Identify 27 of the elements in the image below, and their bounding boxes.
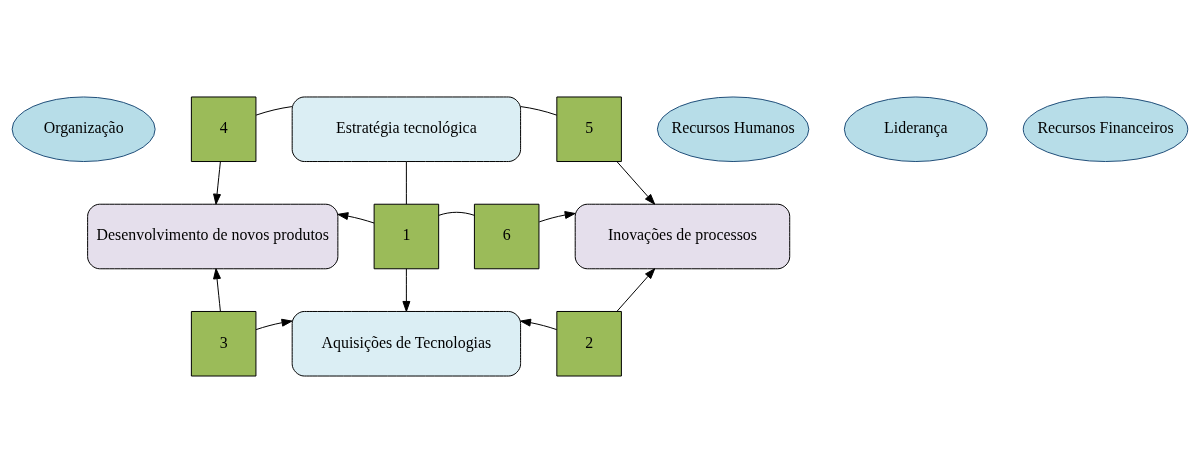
connector (520, 106, 558, 116)
connector (405, 161, 407, 205)
node-box: 4 (190, 96, 257, 162)
arrow (520, 318, 558, 331)
node-ellipse: Liderança (843, 96, 988, 162)
node-box: 5 (556, 96, 622, 162)
node-box: 2 (556, 311, 622, 377)
node-box: 3 (190, 311, 257, 377)
node-ellipse: Organização (11, 96, 156, 162)
arrow (213, 161, 221, 205)
node-box: Inovações de processos (574, 203, 791, 270)
node-ellipse: Recursos Humanos (656, 96, 810, 162)
connector (255, 106, 293, 116)
connector (438, 211, 475, 216)
arrow (337, 212, 375, 224)
node-box: Desenvolvimento de novos produtos (87, 203, 339, 270)
node-ellipse: Recursos Financeiros (1022, 96, 1189, 162)
node-box: 1 (373, 203, 440, 270)
arrow (538, 211, 576, 223)
node-box: Estratégia tecnológica (291, 96, 522, 162)
node-box: Aquisições de Tecnologias (291, 311, 522, 377)
arrow (616, 268, 656, 312)
node-box: 6 (473, 203, 540, 270)
arrow (616, 161, 656, 205)
arrow (213, 268, 221, 312)
arrow (402, 268, 411, 312)
arrow (255, 318, 293, 331)
